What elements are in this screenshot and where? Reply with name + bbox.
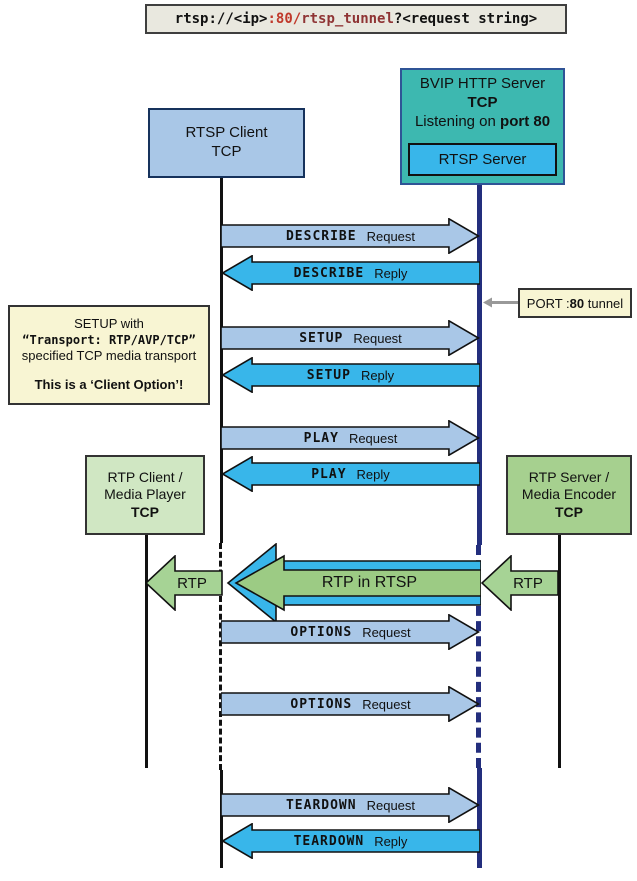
rtsp-client-protocol: TCP [211,143,242,160]
rtp-server-lifeline [558,531,561,768]
bvip-server-lifeline-dashed [476,545,481,768]
rtp-left-label: RTP [177,574,207,592]
bvip-server-lifeline-bottom [477,768,482,868]
url-prefix: rtsp://<ip> [174,11,268,27]
bvip-server-protocol: TCP [467,93,498,111]
rtp-server-line2: Media Encoder [521,486,617,503]
rtp-client-line2: Media Player [104,486,186,503]
rtp-client-line1: RTP Client / [107,468,183,485]
setup-note-client-option: This is a ‘Client Option’! [34,377,184,393]
rtp-right-arrow: RTP [481,555,559,611]
rtp-server-protocol: TCP [555,503,583,520]
rtsp-url-title: rtsp://<ip>:80/rtsp_tunnel?<request stri… [145,4,567,34]
bvip-server-listening: Listening on port 80 [414,112,551,130]
url-suffix: ?<request string> [393,11,538,27]
rtp-in-rtsp-label: RTP in RTSP [321,574,418,591]
rtp-in-rtsp-arrow: RTP in RTSP [224,543,481,623]
rtsp-server-label: RTSP Server [438,151,527,168]
rtp-server-line1: RTP Server / [528,468,610,485]
rtp-client-lifeline [145,531,148,768]
bvip-server-title: BVIP HTTP Server [419,75,546,92]
url-port: :80/ [267,11,302,27]
port-note-pointer-arrow [483,297,518,308]
rtsp-client-box: RTSP Client TCP [148,108,305,178]
setup-note-line1: SETUP with [74,315,144,331]
rtp-left-arrow: RTP [145,555,223,611]
rtp-right-label: RTP [513,574,543,592]
port-80-tunnel-note: PORT :80 tunnel [518,288,632,318]
rtp-client-box: RTP Client / Media Player TCP [85,455,205,535]
bvip-server-lifeline-top [477,176,482,545]
setup-transport-note: SETUP with “Transport: RTP/AVP/TCP” spec… [8,305,210,405]
rtp-server-box: RTP Server / Media Encoder TCP [506,455,632,535]
rtsp-client-lifeline-dashed [219,543,222,770]
rtsp-client-title: RTSP Client [185,124,268,142]
rtsp-client-lifeline-bottom [220,770,223,868]
setup-note-transport: “Transport: RTP/AVP/TCP” [22,332,196,347]
rtsp-server-inner-box: RTSP Server [408,143,557,176]
rtp-client-protocol: TCP [131,503,159,520]
setup-note-line3: specified TCP media transport [21,348,197,364]
url-tunnel-path: rtsp_tunnel [301,11,394,27]
rtsp-client-lifeline-top [220,174,223,543]
